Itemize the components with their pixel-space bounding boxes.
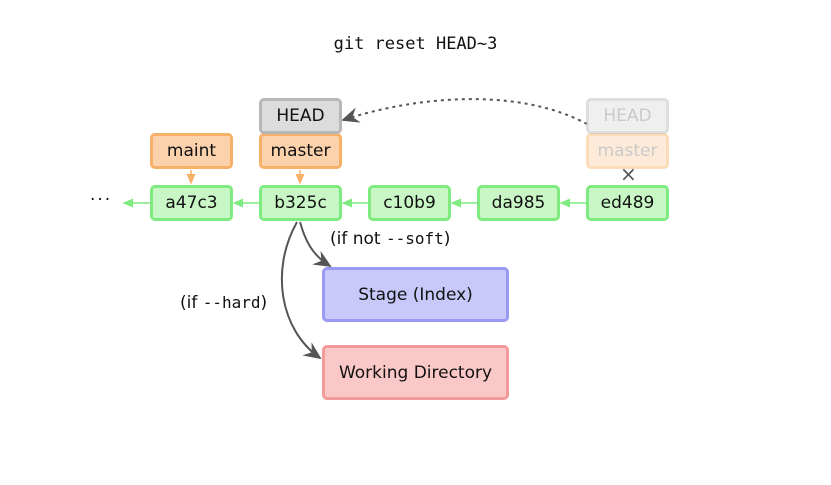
- condition-hard-flag: --hard: [202, 293, 261, 312]
- working-directory-box: Working Directory: [322, 345, 509, 400]
- head-move-arrow: [341, 98, 588, 125]
- condition-hard-suffix: ): [260, 293, 268, 313]
- branch-master-previous: master: [586, 133, 669, 169]
- commit-a47c3: a47c3: [150, 185, 233, 221]
- commit-da985: da985: [477, 185, 560, 221]
- condition-hard-prefix: (if: [180, 293, 203, 313]
- head-pointer-previous: HEAD: [586, 98, 669, 134]
- head-pointer: HEAD: [259, 98, 342, 134]
- branch-master: master: [259, 133, 342, 169]
- commit-c10b9: c10b9: [368, 185, 451, 221]
- condition-not-soft-flag: --soft: [386, 229, 444, 248]
- condition-not-soft: (if not --soft): [330, 229, 450, 249]
- diagram-title: git reset HEAD~3: [333, 34, 498, 54]
- commit-ed489: ed489: [586, 185, 669, 221]
- condition-hard: (if --hard): [180, 293, 267, 313]
- branch-maint: maint: [150, 133, 233, 169]
- condition-not-soft-prefix: (if not: [330, 229, 386, 249]
- history-ellipsis: ···: [90, 190, 113, 210]
- stage-index-box: Stage (Index): [322, 267, 509, 322]
- commit-b325c: b325c: [259, 185, 342, 221]
- arrow-to-working-directory: [280, 221, 322, 360]
- arrow-to-stage: [299, 221, 332, 268]
- condition-not-soft-suffix: ): [443, 229, 451, 249]
- removed-mark: ×: [620, 162, 637, 186]
